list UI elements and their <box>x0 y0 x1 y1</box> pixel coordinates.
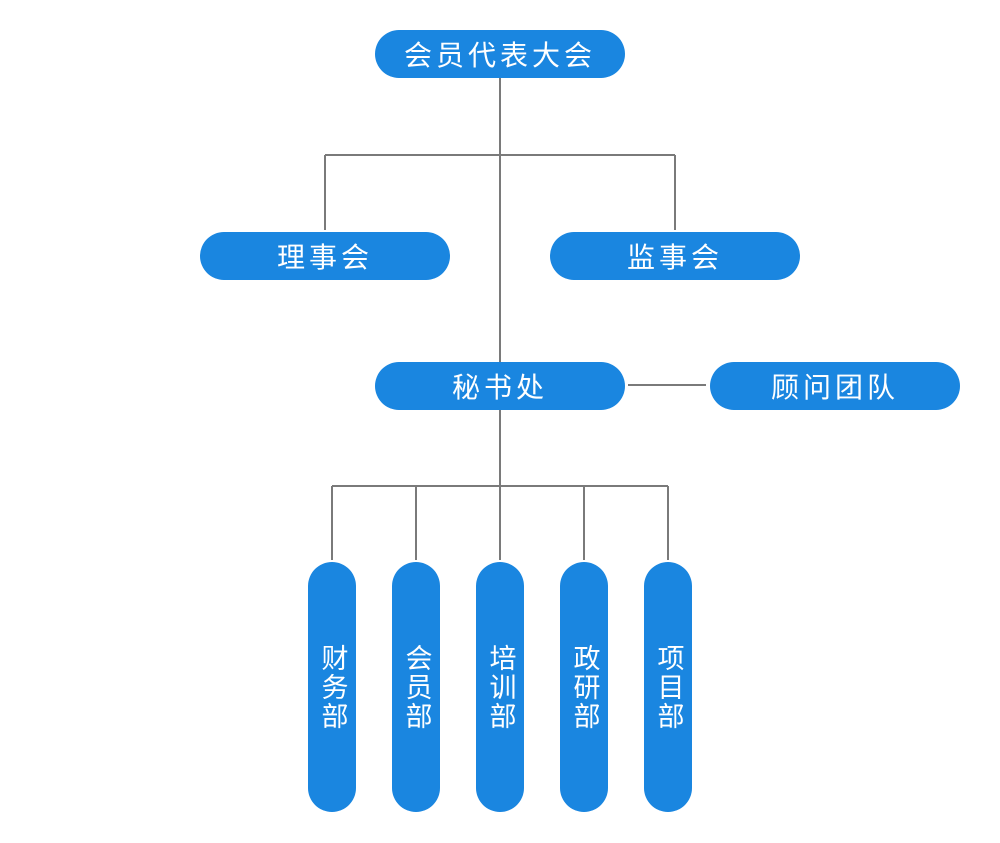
node-dept-training: 培训部 <box>476 562 524 812</box>
node-congress-label: 会员代表大会 <box>403 39 596 72</box>
node-council: 理事会 <box>200 232 450 280</box>
node-dept-membership-label: 会员部 <box>400 643 432 731</box>
node-supervisory-board-label: 监事会 <box>626 241 723 274</box>
node-dept-training-label: 培训部 <box>484 643 516 731</box>
node-dept-projects-label: 项目部 <box>652 643 684 731</box>
node-dept-finance-label: 财务部 <box>316 643 348 731</box>
node-secretariat: 秘书处 <box>375 362 625 410</box>
node-secretariat-label: 秘书处 <box>451 371 548 404</box>
node-advisory-team-label: 顾问团队 <box>770 371 899 404</box>
node-supervisory-board: 监事会 <box>550 232 800 280</box>
node-advisory-team: 顾问团队 <box>710 362 960 410</box>
node-dept-policy-research-label: 政研部 <box>568 643 600 731</box>
node-congress: 会员代表大会 <box>375 30 625 78</box>
node-council-label: 理事会 <box>276 241 373 274</box>
node-dept-projects: 项目部 <box>644 562 692 812</box>
node-dept-finance: 财务部 <box>308 562 356 812</box>
node-dept-membership: 会员部 <box>392 562 440 812</box>
node-dept-policy-research: 政研部 <box>560 562 608 812</box>
